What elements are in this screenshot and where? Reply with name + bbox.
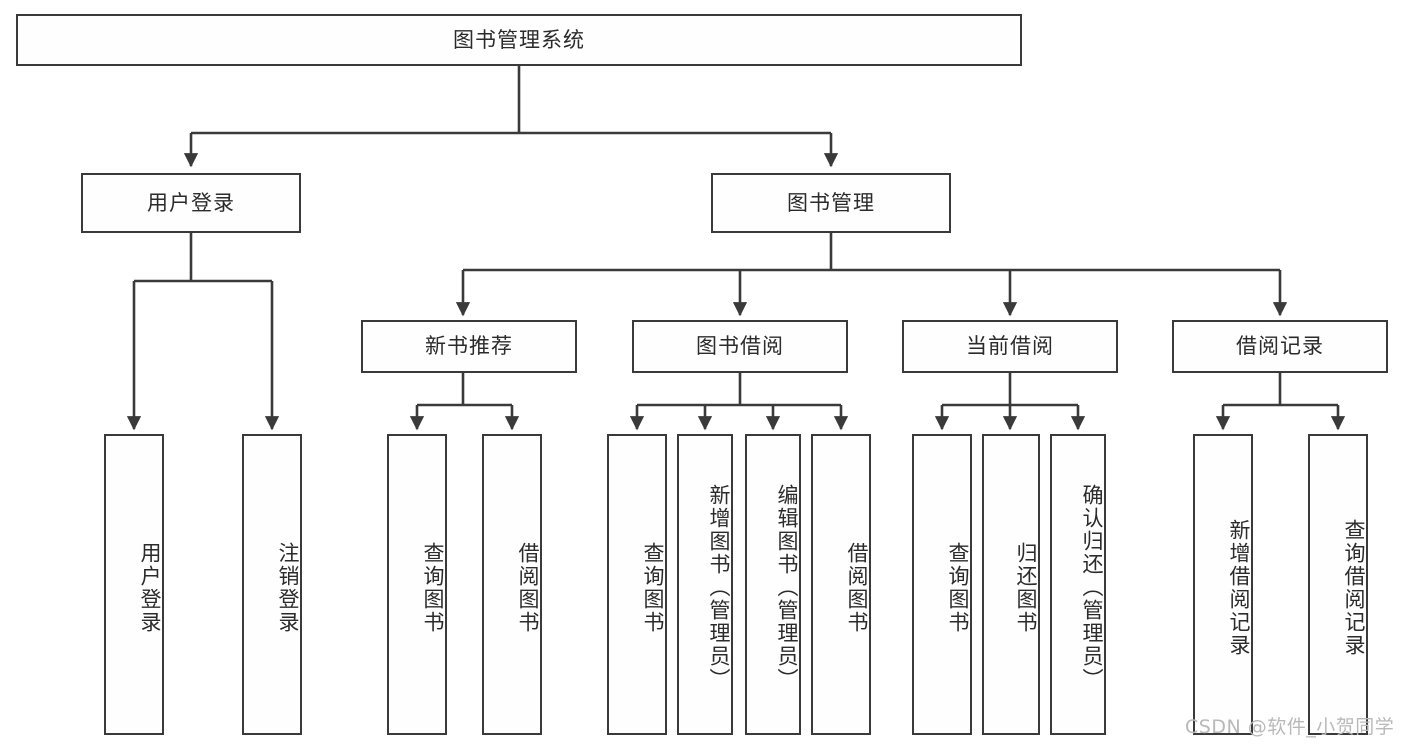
node-current-borrow-label: 当前借阅 (966, 334, 1054, 359)
node-leaf-query-book-3[interactable]: 查询图书 (912, 434, 972, 735)
node-leaf-add-record-label: 新增借阅记录 (1227, 518, 1251, 657)
node-new-book-rec-label: 新书推荐 (425, 334, 513, 359)
node-book-borrow-label: 图书借阅 (696, 334, 784, 359)
node-leaf-add-record[interactable]: 新增借阅记录 (1193, 434, 1253, 735)
node-leaf-borrow-book-1-label: 借阅图书 (516, 541, 540, 634)
node-borrow-record-label: 借阅记录 (1236, 334, 1324, 359)
node-leaf-borrow-book-2[interactable]: 借阅图书 (811, 434, 871, 735)
node-new-book-rec[interactable]: 新书推荐 (361, 320, 577, 373)
node-leaf-query-book-2-label: 查询图书 (641, 541, 665, 634)
node-book-manage[interactable]: 图书管理 (711, 173, 951, 233)
node-root-label: 图书管理系统 (453, 27, 585, 52)
node-leaf-add-book-label: 新增图书（管理员） (707, 484, 731, 691)
node-book-manage-label: 图书管理 (787, 190, 875, 215)
node-leaf-logout[interactable]: 注销登录 (242, 434, 302, 735)
node-leaf-add-book[interactable]: 新增图书（管理员） (677, 434, 733, 735)
node-leaf-user-login-label: 用户登录 (138, 541, 162, 634)
csdn-watermark: CSDN @软件_小贺同学 (1185, 716, 1395, 738)
node-leaf-query-record[interactable]: 查询借阅记录 (1308, 434, 1368, 735)
node-leaf-borrow-book-1[interactable]: 借阅图书 (482, 434, 542, 735)
node-leaf-logout-label: 注销登录 (276, 541, 300, 634)
node-leaf-confirm-return-label: 确认归还（管理员） (1080, 484, 1104, 691)
node-user-login[interactable]: 用户登录 (81, 173, 301, 233)
node-leaf-return-book[interactable]: 归还图书 (982, 434, 1040, 735)
node-leaf-borrow-book-2-label: 借阅图书 (845, 541, 869, 634)
node-current-borrow[interactable]: 当前借阅 (902, 320, 1118, 373)
node-book-borrow[interactable]: 图书借阅 (632, 320, 848, 373)
node-leaf-query-book-1-label: 查询图书 (421, 541, 445, 634)
node-leaf-query-record-label: 查询借阅记录 (1342, 518, 1366, 657)
node-leaf-edit-book-label: 编辑图书（管理员） (775, 484, 799, 691)
node-root[interactable]: 图书管理系统 (16, 14, 1022, 66)
node-user-login-label: 用户登录 (147, 190, 235, 215)
node-leaf-query-book-1[interactable]: 查询图书 (387, 434, 447, 735)
node-leaf-confirm-return[interactable]: 确认归还（管理员） (1050, 434, 1106, 735)
node-leaf-user-login[interactable]: 用户登录 (104, 434, 164, 735)
node-leaf-query-book-2[interactable]: 查询图书 (607, 434, 667, 735)
node-borrow-record[interactable]: 借阅记录 (1172, 320, 1388, 373)
node-leaf-return-book-label: 归还图书 (1014, 541, 1038, 634)
node-leaf-edit-book[interactable]: 编辑图书（管理员） (745, 434, 801, 735)
node-leaf-query-book-3-label: 查询图书 (946, 541, 970, 634)
